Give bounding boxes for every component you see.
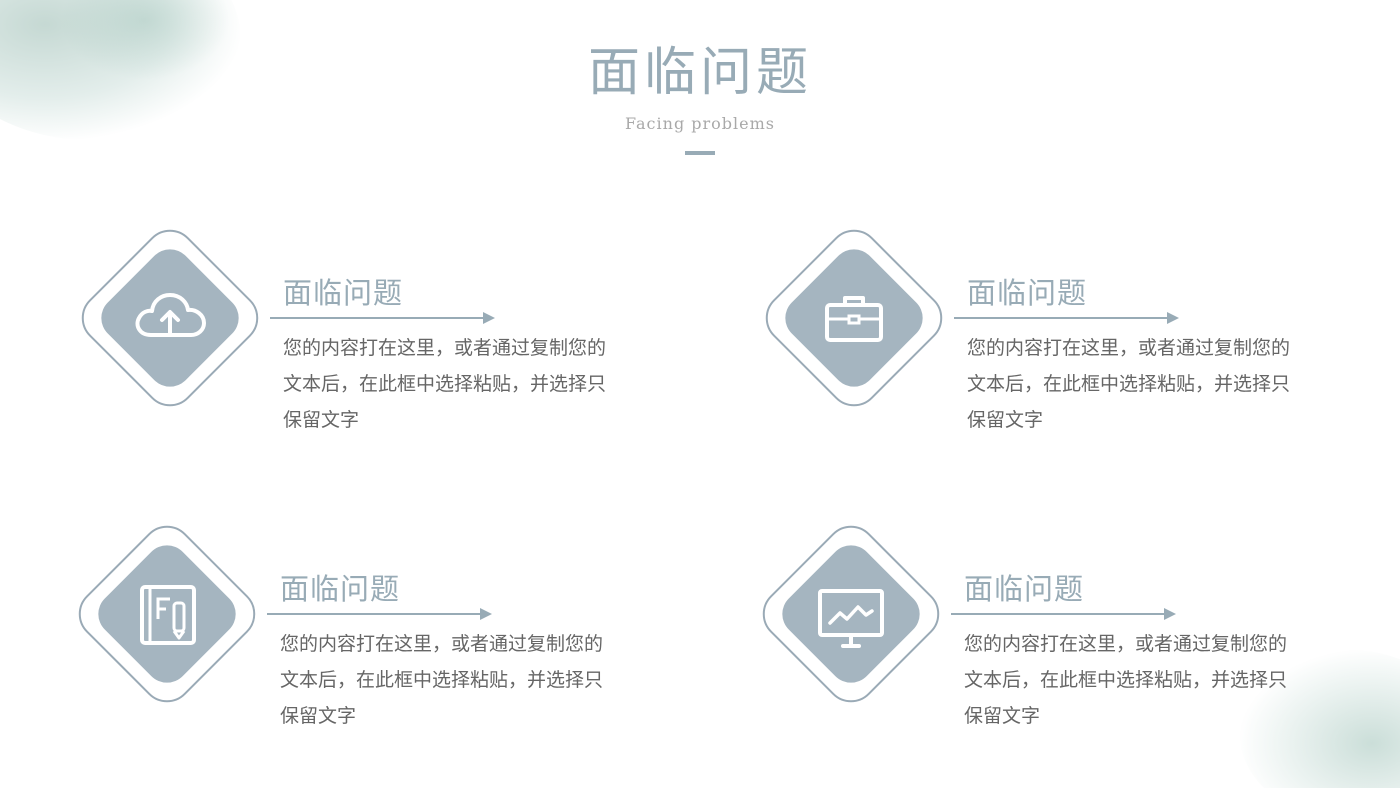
arrow-head-icon [483,312,495,324]
card-description: 您的内容打在这里，或者通过复制您的文本后，在此框中选择粘贴，并选择只保留文字 [964,633,1288,727]
arrow-line [270,317,486,319]
card-description: 您的内容打在这里，或者通过复制您的文本后，在此框中选择粘贴，并选择只保留文字 [280,633,604,727]
page-subtitle: Facing problems [625,114,775,133]
arrow-line [267,613,483,615]
card-description: 您的内容打在这里，或者通过复制您的文本后，在此框中选择粘贴，并选择只保留文字 [967,337,1291,431]
briefcase-icon [825,296,883,342]
card-title: 面临问题 [964,572,1085,606]
arrow-head-icon [1164,608,1176,620]
card-title: 面临问题 [280,572,401,606]
problem-card-2: 面临问题 您的内容打在这里，或者通过复制您的文本后，在此框中选择粘贴，并选择只保… [754,218,1354,438]
notebook-pen-icon [140,585,196,645]
problem-card-4: 面临问题 您的内容打在这里，或者通过复制您的文本后，在此框中选择粘贴，并选择只保… [751,514,1351,734]
arrow-head-icon [480,608,492,620]
card-title: 面临问题 [283,276,404,310]
presentation-board-icon [818,589,884,648]
cloud-upload-icon [135,293,206,337]
card-description: 您的内容打在这里，或者通过复制您的文本后，在此框中选择粘贴，并选择只保留文字 [283,337,607,431]
card-title: 面临问题 [967,276,1088,310]
arrow-head-icon [1167,312,1179,324]
arrow-line [951,613,1167,615]
problem-card-3: 面临问题 您的内容打在这里，或者通过复制您的文本后，在此框中选择粘贴，并选择只保… [67,514,667,734]
title-underline-bar [685,151,715,155]
page-title: 面临问题 [587,43,812,103]
arrow-line [954,317,1170,319]
problem-card-1: 面临问题 您的内容打在这里，或者通过复制您的文本后，在此框中选择粘贴，并选择只保… [70,218,670,438]
